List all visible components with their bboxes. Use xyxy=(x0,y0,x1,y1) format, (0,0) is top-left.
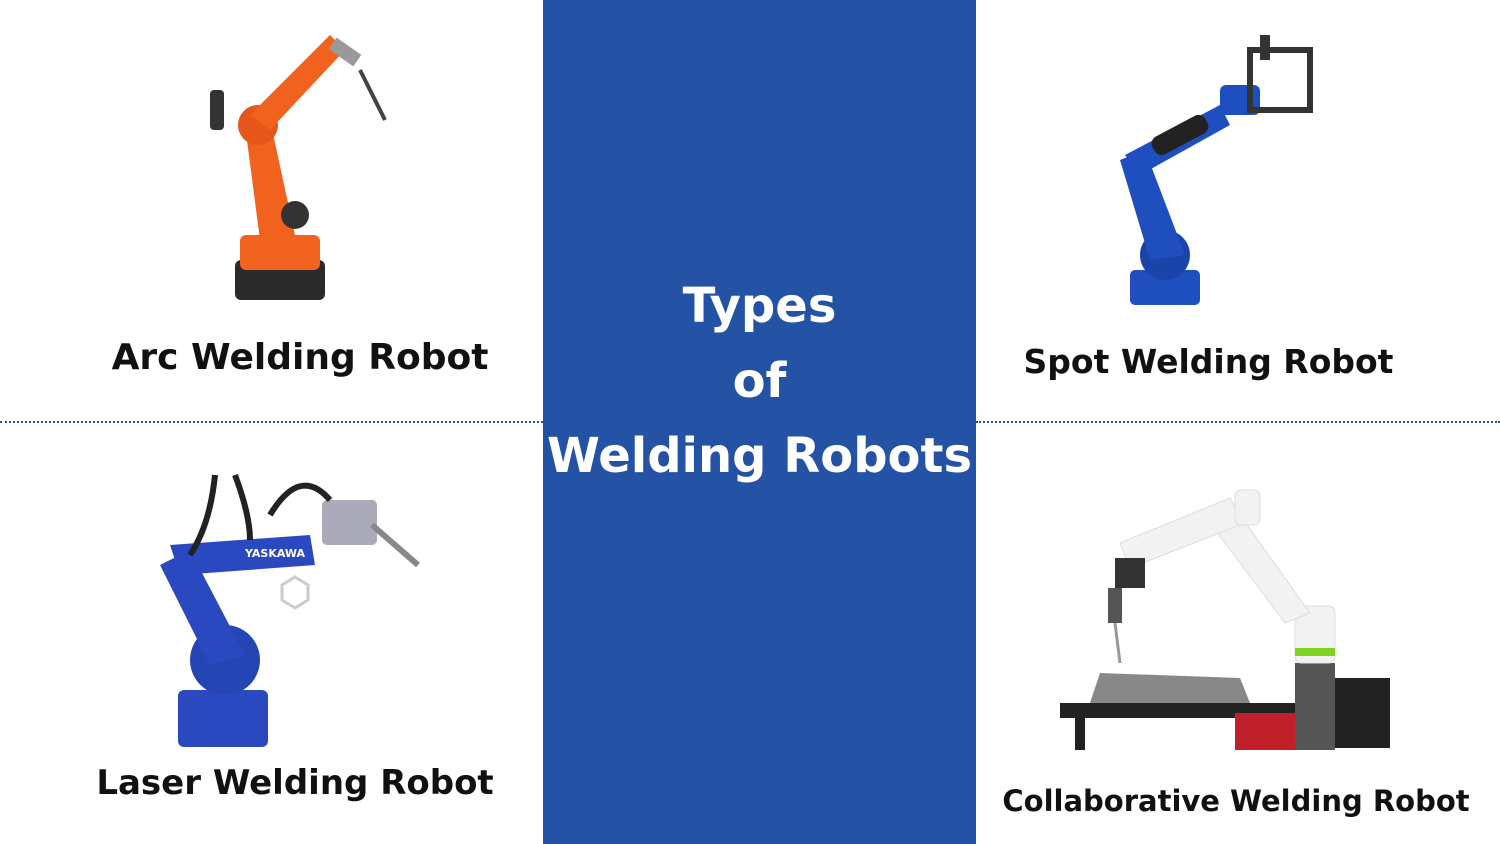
svg-text:YASKAWA: YASKAWA xyxy=(244,547,306,560)
label-laser-welding-robot: Laser Welding Robot xyxy=(96,763,494,803)
label-collaborative-welding-robot: Collaborative Welding Robot xyxy=(1002,784,1470,818)
divider-right xyxy=(976,421,1500,423)
title-line-1: Types xyxy=(682,278,837,334)
title-line-2: of xyxy=(732,353,787,409)
arc-welding-robot-image xyxy=(210,35,387,300)
collaborative-welding-robot-image xyxy=(1060,489,1390,750)
laser-welding-robot-image: YASKAWA xyxy=(160,473,420,747)
label-arc-welding-robot: Arc Welding Robot xyxy=(111,337,489,378)
title-line-3: Welding Robots xyxy=(546,428,973,484)
label-spot-welding-robot: Spot Welding Robot xyxy=(1023,342,1394,381)
divider-left xyxy=(0,421,543,423)
spot-welding-robot-image xyxy=(1120,35,1313,305)
center-panel: Types of Welding Robots xyxy=(543,0,976,844)
